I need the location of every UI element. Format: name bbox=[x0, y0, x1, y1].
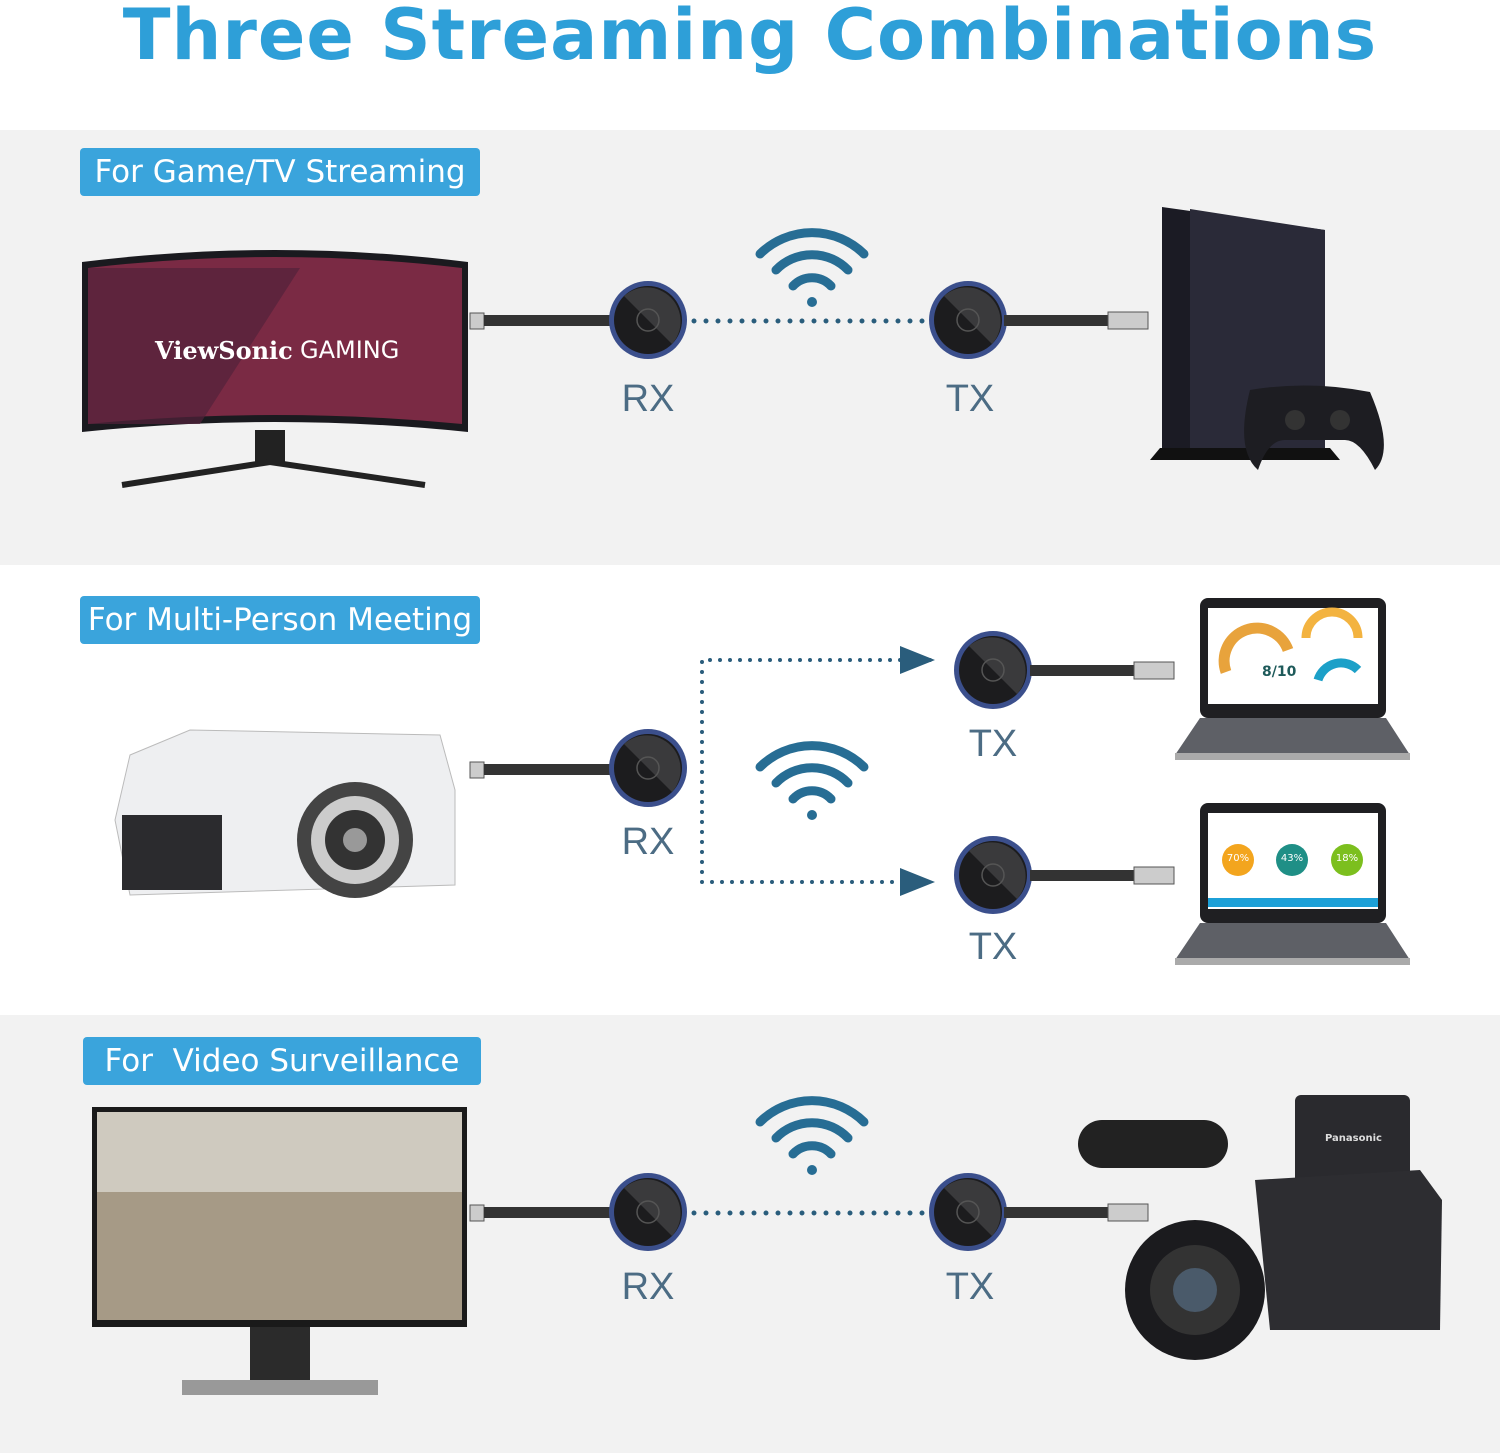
wifi-icon-2 bbox=[760, 746, 864, 820]
wifi-icon-1 bbox=[760, 233, 864, 307]
cable-rx-1 bbox=[469, 312, 614, 330]
section-label-game: For Game/TV Streaming bbox=[80, 148, 480, 196]
wifi-icon-3 bbox=[760, 1101, 864, 1175]
camcorder-icon bbox=[1078, 1095, 1442, 1360]
cable-tx-1 bbox=[1004, 311, 1149, 330]
rx-label-2: RX bbox=[621, 821, 675, 863]
section-label-meeting: For Multi-Person Meeting bbox=[80, 596, 480, 644]
laptop-icon-2 bbox=[1175, 803, 1410, 965]
cable-tx-3 bbox=[1004, 1203, 1149, 1222]
monitor-brand: ViewSonic bbox=[155, 336, 293, 365]
tx-label-2b: TX bbox=[968, 926, 1018, 968]
rx-label-3: RX bbox=[621, 1266, 675, 1308]
laptop1-score: 8/10 bbox=[1262, 664, 1297, 680]
wireless-split-link bbox=[700, 658, 932, 884]
tx-dongle-2a bbox=[953, 630, 1033, 710]
rx-dongle-3 bbox=[608, 1172, 688, 1252]
gaming-monitor bbox=[82, 250, 468, 488]
tx-label-1: TX bbox=[945, 378, 995, 420]
tx-dongle-2b bbox=[953, 835, 1033, 915]
game-console-icon bbox=[1150, 207, 1384, 470]
tx-dongle-3 bbox=[928, 1172, 1008, 1252]
laptop-icon-1 bbox=[1175, 598, 1410, 760]
cable-rx-2 bbox=[469, 761, 614, 779]
cable-rx-3 bbox=[469, 1204, 614, 1222]
laptop2-stat-3: 18% bbox=[1335, 853, 1359, 864]
tx-dongle-1 bbox=[928, 280, 1008, 360]
cable-tx-2a bbox=[1030, 661, 1175, 680]
laptop2-stat-2: 43% bbox=[1280, 853, 1304, 864]
page-title: Three Streaming Combinations bbox=[122, 0, 1378, 76]
tx-label-3: TX bbox=[945, 1266, 995, 1308]
rx-label-1: RX bbox=[621, 378, 675, 420]
camera-brand: Panasonic bbox=[1325, 1133, 1382, 1144]
arrow-icon-bottom bbox=[900, 868, 935, 896]
rx-dongle-1 bbox=[608, 280, 688, 360]
surveillance-monitor bbox=[92, 1107, 467, 1395]
laptop2-stat-1: 70% bbox=[1226, 853, 1250, 864]
rx-dongle-2 bbox=[608, 728, 688, 808]
projector-icon bbox=[114, 729, 456, 898]
monitor-sub: GAMING bbox=[300, 336, 400, 364]
arrow-icon-top bbox=[900, 646, 935, 674]
cable-tx-2b bbox=[1030, 866, 1175, 885]
tx-label-2a: TX bbox=[968, 723, 1018, 765]
section-label-surveillance: For Video Surveillance bbox=[83, 1037, 481, 1085]
